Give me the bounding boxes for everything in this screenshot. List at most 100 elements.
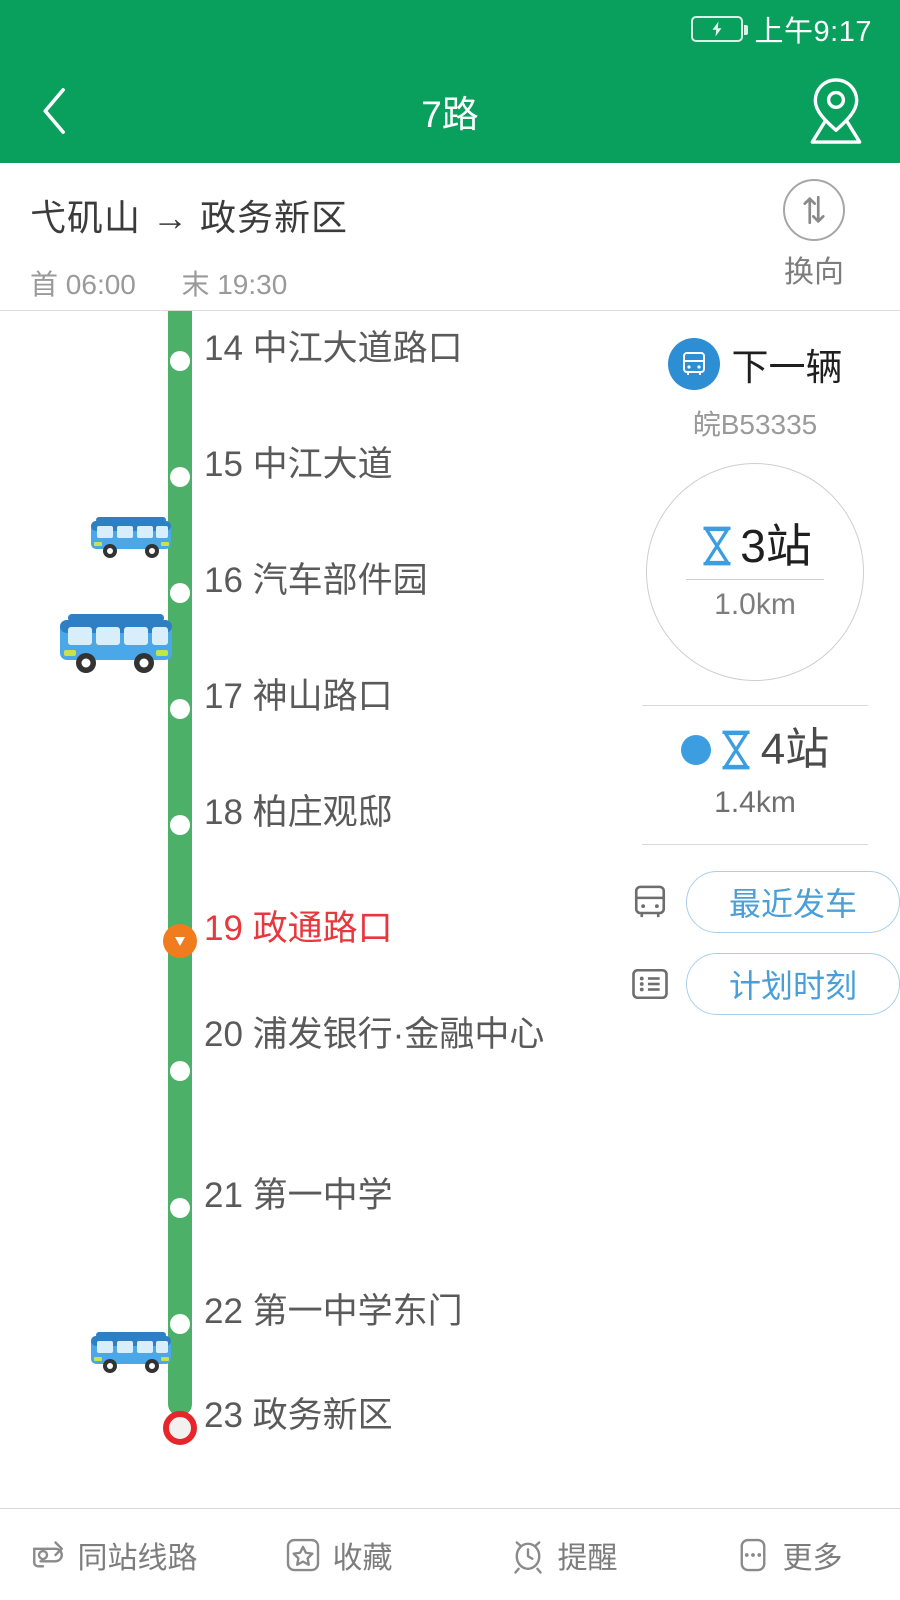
- station-label: 15 中江大道: [204, 443, 596, 488]
- hourglass-icon: [703, 526, 731, 565]
- station-label: 21 第一中学: [204, 1174, 596, 1219]
- station-name: 神山路口: [252, 677, 393, 716]
- station-dot: [168, 697, 192, 721]
- station-dot: [168, 1059, 192, 1083]
- tab-label: 更多: [782, 1541, 843, 1575]
- station-name: 浦发银行·金融中心: [252, 1015, 545, 1054]
- station-name: 第一中学: [252, 1176, 393, 1215]
- station-number: 21: [204, 1176, 243, 1215]
- eta-divider: [686, 578, 824, 580]
- station-number: 18: [204, 793, 243, 832]
- station-label: 18 柏庄观邸: [204, 791, 596, 836]
- battery-charging-icon: [690, 16, 748, 42]
- panel-divider: [642, 844, 868, 845]
- station-number: 15: [204, 445, 243, 484]
- departure-soon-button[interactable]: 最近发车: [686, 871, 900, 933]
- station-number: 17: [204, 677, 243, 716]
- tab-reminder[interactable]: 提醒: [450, 1533, 675, 1577]
- station-number: 16: [204, 561, 243, 600]
- status-bar-clock: 上午9:17: [754, 16, 872, 48]
- eta-primary-stops: 3站: [740, 519, 812, 572]
- departure-soon-row[interactable]: 最近发车: [610, 871, 900, 933]
- station-label: 20 浦发银行·金融中心: [204, 1013, 596, 1058]
- station-number: 22: [204, 1292, 243, 1331]
- next-bus-panel: 下一辆 皖B53335 3站 1.0km: [610, 311, 900, 1035]
- eta-secondary[interactable]: 4站 1.4km: [610, 728, 900, 820]
- map-pin-icon: [810, 77, 862, 144]
- tab-label: 收藏: [332, 1541, 393, 1575]
- route-service-times: 首 06:00 末 19:30: [30, 263, 870, 303]
- station-dot-current: [163, 924, 197, 958]
- station-dot: [168, 1196, 192, 1220]
- bus-marker-icon: [88, 511, 174, 563]
- list-outline-icon: [628, 962, 672, 1006]
- switch-direction-label: 换向: [784, 256, 844, 289]
- station-name: 中江大道: [252, 445, 393, 484]
- app-bar: 7路: [0, 58, 900, 163]
- station-number: 23: [204, 1396, 243, 1435]
- next-bus-header: 下一辆: [610, 337, 900, 391]
- station-label: 17 神山路口: [204, 675, 596, 720]
- schedule-button[interactable]: 计划时刻: [686, 953, 900, 1015]
- first-bus-time: 06:00: [65, 269, 136, 300]
- star-icon: [283, 1535, 323, 1575]
- eta-secondary-stops: 4站: [760, 725, 830, 774]
- chevron-left-icon: [43, 87, 65, 134]
- station-name: 柏庄观邸: [252, 793, 393, 832]
- same-station-routes-icon: [28, 1535, 68, 1575]
- station-name: 政通路口: [252, 909, 393, 948]
- switch-direction-circle: [783, 179, 845, 241]
- panel-divider: [642, 705, 868, 706]
- station-number: 19: [204, 909, 243, 948]
- next-bus-label: 下一辆: [731, 347, 843, 388]
- tab-label: 提醒: [557, 1541, 618, 1575]
- station-name: 汽车部件园: [252, 561, 428, 600]
- station-name: 中江大道路口: [252, 329, 463, 368]
- map-button[interactable]: [800, 75, 872, 147]
- bus-circle-icon: [667, 338, 720, 390]
- station-dot: [168, 813, 192, 837]
- page-title: 7路: [421, 93, 479, 135]
- schedule-row[interactable]: 计划时刻: [610, 953, 900, 1015]
- station-dot: [168, 581, 192, 605]
- eta-secondary-distance: 1.4km: [714, 786, 796, 819]
- current-position-marker: [163, 924, 197, 958]
- tab-more[interactable]: 更多: [675, 1533, 900, 1577]
- station-name: 政务新区: [252, 1396, 393, 1435]
- bus-marker-icon: [88, 1326, 174, 1378]
- last-bus-label: 末: [181, 269, 210, 300]
- station-label: 22 第一中学东门: [204, 1290, 596, 1335]
- tab-label: 同站线路: [77, 1541, 198, 1575]
- station-name: 第一中学东门: [252, 1292, 463, 1331]
- route-line: [168, 311, 192, 1416]
- route-direction: 弋矶山 → 政务新区: [30, 197, 349, 238]
- station-dot-terminal: [163, 1411, 197, 1445]
- station-label: 16 汽车部件园: [204, 559, 596, 604]
- panel-actions: 最近发车 计划时刻: [610, 871, 900, 1015]
- bottom-tab-bar: 同站线路 收藏 提醒: [0, 1508, 900, 1600]
- bus-plate-number: 皖B53335: [692, 409, 818, 440]
- tab-same-station-routes[interactable]: 同站线路: [0, 1533, 225, 1577]
- station-label: 14 中江大道路口: [204, 327, 596, 372]
- station-dot: [168, 1312, 192, 1336]
- station-dot: [168, 465, 192, 489]
- eta-primary[interactable]: 3站 1.0km: [646, 463, 864, 681]
- route-header: 弋矶山 → 政务新区 首 06:00 末 19:30 换向: [0, 163, 900, 311]
- station-number: 14: [204, 329, 243, 368]
- alarm-clock-icon: [508, 1535, 548, 1575]
- back-button[interactable]: [0, 58, 110, 163]
- hourglass-icon: [722, 730, 750, 770]
- status-bar: 上午9:17: [0, 0, 900, 58]
- last-bus-time: 19:30: [217, 269, 288, 300]
- tab-favorite[interactable]: 收藏: [225, 1533, 450, 1577]
- more-dots-icon: [733, 1535, 773, 1575]
- route-detail-body: 14 中江大道路口 15 中江大道 16 汽车部件园 17 神山路口: [0, 311, 900, 1508]
- station-label: 23 政务新区: [204, 1394, 596, 1439]
- bus-outline-icon: [628, 880, 672, 924]
- station-number: 20: [204, 1015, 243, 1054]
- switch-direction-button[interactable]: 换向: [754, 179, 874, 291]
- chevron-down-icon: [175, 937, 185, 946]
- swap-vertical-icon: [803, 195, 825, 225]
- station-label-current: 19 政通路口: [204, 907, 596, 952]
- bus-marker-icon: [56, 606, 176, 678]
